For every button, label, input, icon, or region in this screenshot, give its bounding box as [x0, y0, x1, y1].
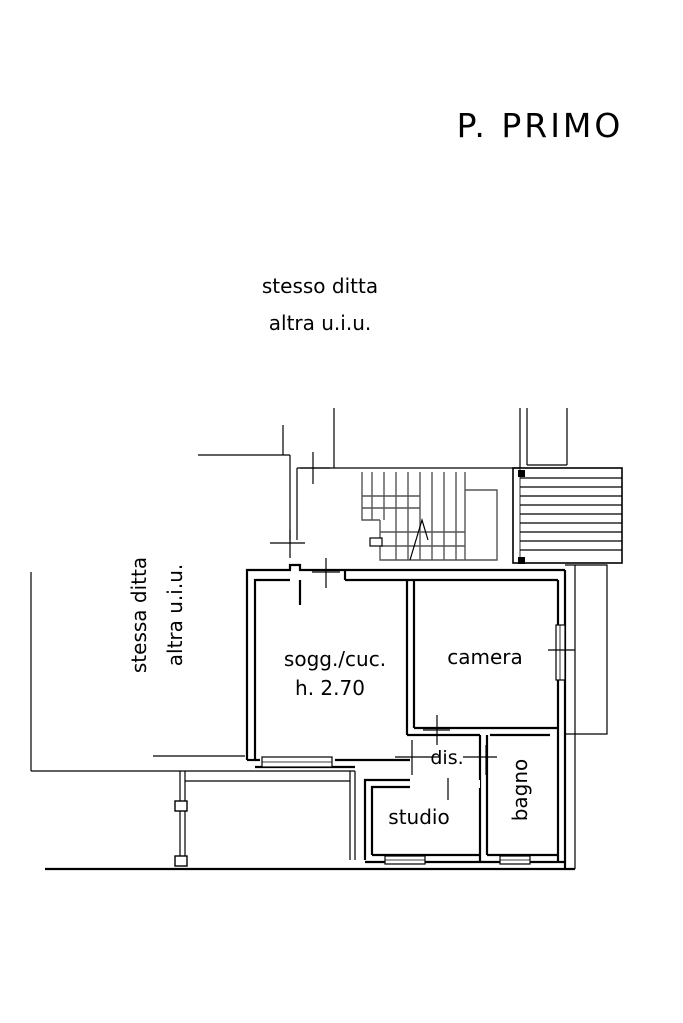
room-bedroom-name: camera — [447, 645, 523, 669]
staircase — [361, 472, 498, 561]
room-hall-name: dis. — [430, 747, 463, 769]
right-annex — [565, 564, 608, 869]
neighbor-top-line1: stesso ditta — [262, 274, 378, 298]
room-bath-name: bagno — [508, 759, 532, 822]
left-neighbor-wall — [30, 572, 355, 772]
study-bath-walls — [363, 735, 565, 865]
neighbor-top-line2: altra u.i.u. — [269, 311, 371, 335]
bedroom-walls — [405, 580, 566, 737]
terrace — [174, 771, 356, 867]
room-living-name: sogg./cuc. — [284, 647, 386, 671]
neighbor-left-line2: altra u.i.u. — [163, 564, 187, 666]
living-bottom-wall — [247, 756, 410, 769]
external-stair — [512, 467, 623, 564]
apartment-outer-walls — [245, 563, 567, 869]
door-marks — [270, 452, 575, 800]
room-living-height: h. 2.70 — [295, 676, 365, 700]
room-study-name: studio — [388, 805, 449, 829]
neighbor-left-line1: stessa ditta — [127, 557, 151, 673]
upper-neighbor-walls — [198, 408, 568, 540]
floor-title: P. PRIMO — [457, 106, 624, 145]
